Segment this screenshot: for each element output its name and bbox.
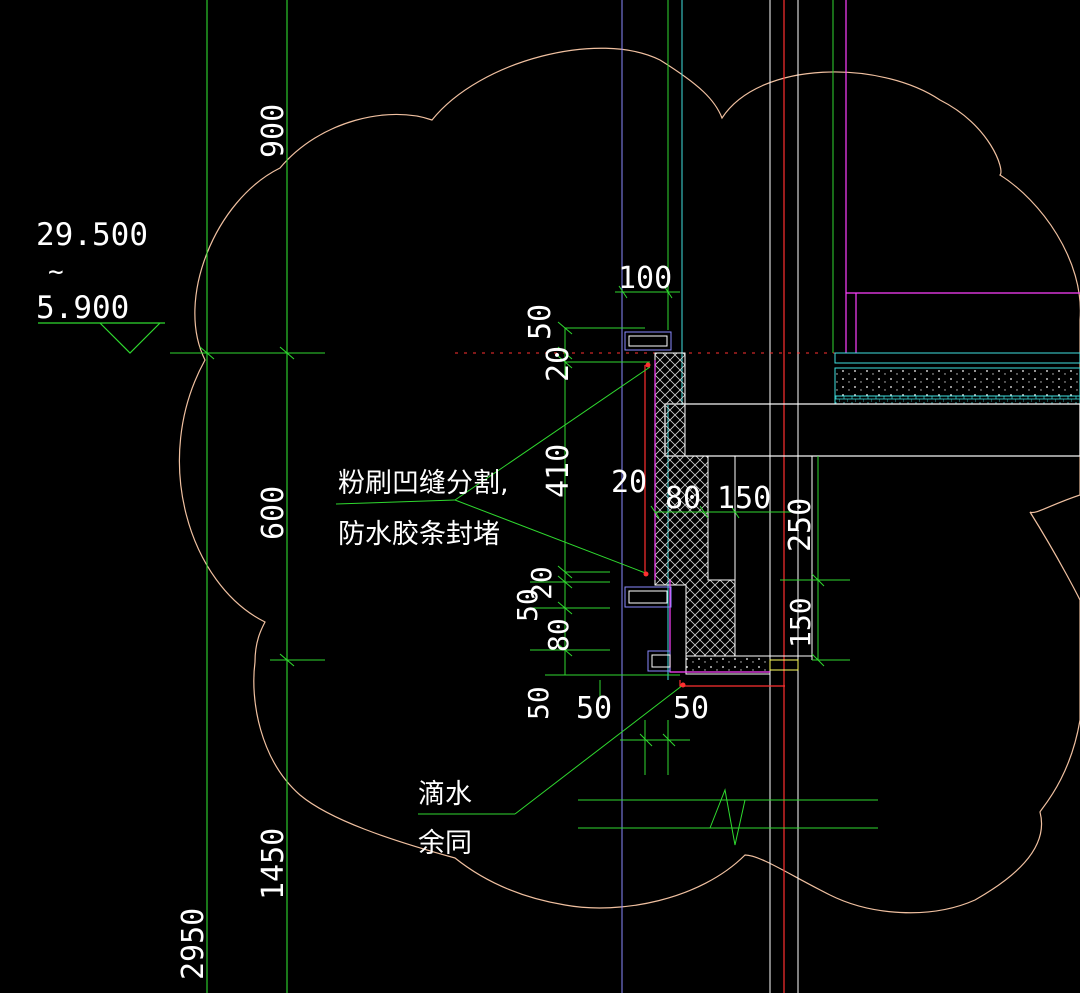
elevation-marker: 29.500 ~ 5.900 [36, 217, 165, 354]
dim-80-mid: 80 [542, 618, 575, 652]
dim-900: 900 [256, 104, 291, 158]
elevation-bottom: 5.900 [36, 290, 129, 326]
drip-note-line2: 余同 [418, 828, 472, 859]
detail-dim-labels: 100 50 20 410 20 80 150 250 20 50 80 150… [511, 261, 818, 726]
detail-dimension-lines [335, 285, 878, 846]
revision-cloud [178, 47, 1080, 914]
floor-slab [455, 352, 1080, 457]
leader-points [643, 362, 686, 688]
elevation-top: 29.500 [36, 217, 148, 253]
dim-20-mid: 20 [525, 566, 558, 600]
dim-20-top: 20 [541, 346, 576, 382]
dim-250: 250 [783, 498, 818, 552]
dim-50-bottom-left: 50 [522, 686, 555, 720]
dim-100: 100 [618, 261, 672, 296]
groove-note-line2: 防水胶条封堵 [338, 519, 500, 550]
elevation-tilde: ~ [48, 257, 64, 287]
axis-lines [170, 0, 325, 993]
wall-insulation [644, 352, 850, 687]
dim-50-bottom-right: 50 [673, 691, 709, 726]
dim-150-low: 150 [784, 597, 817, 648]
dim-410: 410 [541, 444, 576, 498]
dim-50-bottom-mid: 50 [576, 691, 612, 726]
annotation-notes: 粉刷凹缝分割, 防水胶条封堵 滴水 余同 [338, 468, 509, 859]
dim-150-wall: 150 [717, 481, 771, 516]
dim-50-top: 50 [523, 304, 558, 340]
dim-80-wall: 80 [665, 481, 701, 516]
dim-600: 600 [256, 486, 291, 540]
groove-note-line1: 粉刷凹缝分割, [338, 468, 509, 499]
groove-notches [624, 331, 672, 672]
drip-note-line1: 滴水 [418, 779, 472, 810]
dim-2950: 2950 [176, 908, 211, 980]
dim-1450: 1450 [256, 828, 291, 900]
dim-20-gap: 20 [611, 465, 647, 500]
dim-50-mid: 50 [511, 588, 544, 622]
vertical-dim-labels: 900 600 1450 2950 [176, 104, 291, 980]
